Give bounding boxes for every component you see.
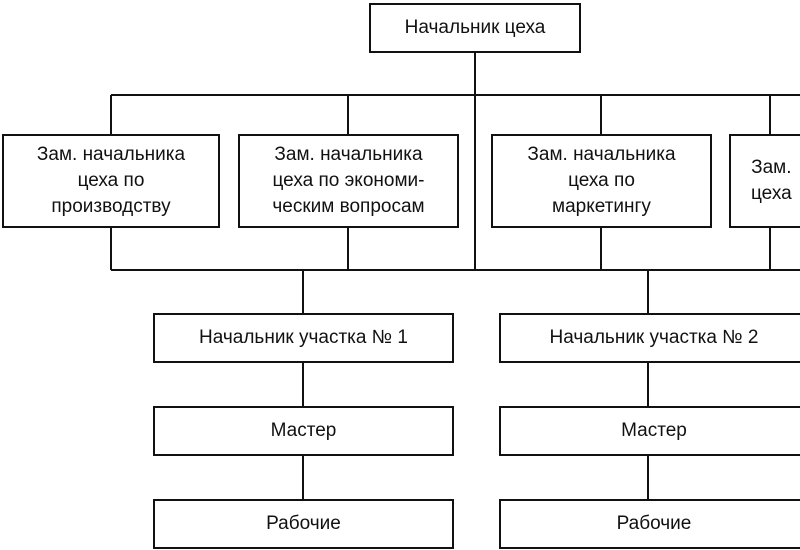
section-chief-box-2: Начальник участка № 2 [499,313,800,363]
head-label: Начальник цеха [404,17,546,38]
master-label: Мастер [621,420,687,441]
deputy-label: Зам. начальника цеха по экономи- ческим … [272,144,425,217]
master-box-2: Мастер [499,406,800,456]
deputy-label: Зам. начальника цеха по маркетингу [527,144,676,217]
deputy-box-partial: Зам. цеха [729,134,800,228]
section-chief-label: Начальник участка № 1 [199,327,408,348]
workers-box-2: Рабочие [499,499,800,549]
deputy-box-production: Зам. начальника цеха по производству [2,134,220,228]
deputy-box-economics: Зам. начальника цеха по экономи- ческим … [238,134,459,228]
head-box: Начальник цеха [369,3,581,53]
deputy-box-marketing: Зам. начальника цеха по маркетингу [491,134,712,228]
workers-box-1: Рабочие [153,499,454,549]
workers-label: Рабочие [266,513,341,534]
master-label: Мастер [270,420,337,441]
workers-label: Рабочие [616,513,692,534]
deputy-label: Зам. цеха [751,157,792,204]
section-chief-box-1: Начальник участка № 1 [153,313,454,363]
master-box-1: Мастер [153,406,454,456]
section-chief-label: Начальник участка № 2 [549,327,759,348]
deputy-label: Зам. начальника цеха по производству [36,144,186,217]
